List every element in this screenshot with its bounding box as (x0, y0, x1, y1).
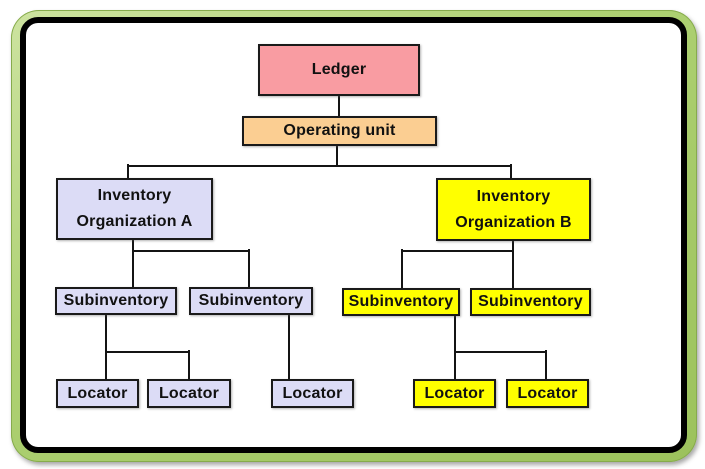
node-locator-a1-label: Locator (67, 384, 128, 402)
node-subinventory-a1: Subinventory (55, 287, 177, 315)
node-locator-a2: Locator (147, 379, 231, 408)
connector-subinvb1-locators (454, 314, 547, 382)
node-subinventory-a2: Subinventory (189, 287, 313, 315)
node-locator-b2-label: Locator (517, 384, 578, 402)
node-locator-b2: Locator (506, 379, 589, 408)
node-locator-b1-label: Locator (424, 384, 485, 402)
node-locator-a2-label: Locator (158, 384, 220, 402)
node-inventory-organization-a: Inventory Organization A (56, 178, 213, 240)
node-operating-unit: Operating unit (242, 116, 437, 146)
node-subinventory-a1-label: Subinventory (63, 292, 169, 309)
node-inventory-organization-b: Inventory Organization B (436, 178, 591, 241)
connector-subinva1-locators (105, 313, 190, 382)
connector-operating-orgs (127, 144, 512, 181)
node-ledger: Ledger (258, 44, 420, 96)
node-subinventory-a2-label: Subinventory (198, 292, 304, 309)
node-subinventory-b1-label: Subinventory (348, 293, 454, 310)
node-subinventory-b2: Subinventory (470, 288, 591, 316)
node-locator-a3-label: Locator (282, 384, 343, 402)
node-locator-a3: Locator (271, 379, 354, 408)
node-locator-b1: Locator (413, 379, 496, 408)
node-subinventory-b2-label: Subinventory (478, 293, 583, 310)
node-org-b-line1: Inventory (476, 187, 551, 205)
node-subinventory-b1: Subinventory (342, 288, 460, 316)
node-org-a-line1: Inventory (97, 187, 172, 204)
connector-orgb-subinventories (401, 239, 514, 291)
node-locator-a1: Locator (56, 379, 139, 408)
connector-orga-subinventories (132, 238, 250, 290)
node-operating-unit-label: Operating unit (283, 122, 396, 139)
node-org-a-line2: Organization A (76, 213, 193, 230)
node-ledger-label: Ledger (311, 61, 367, 78)
node-org-b-line2: Organization B (455, 213, 572, 231)
